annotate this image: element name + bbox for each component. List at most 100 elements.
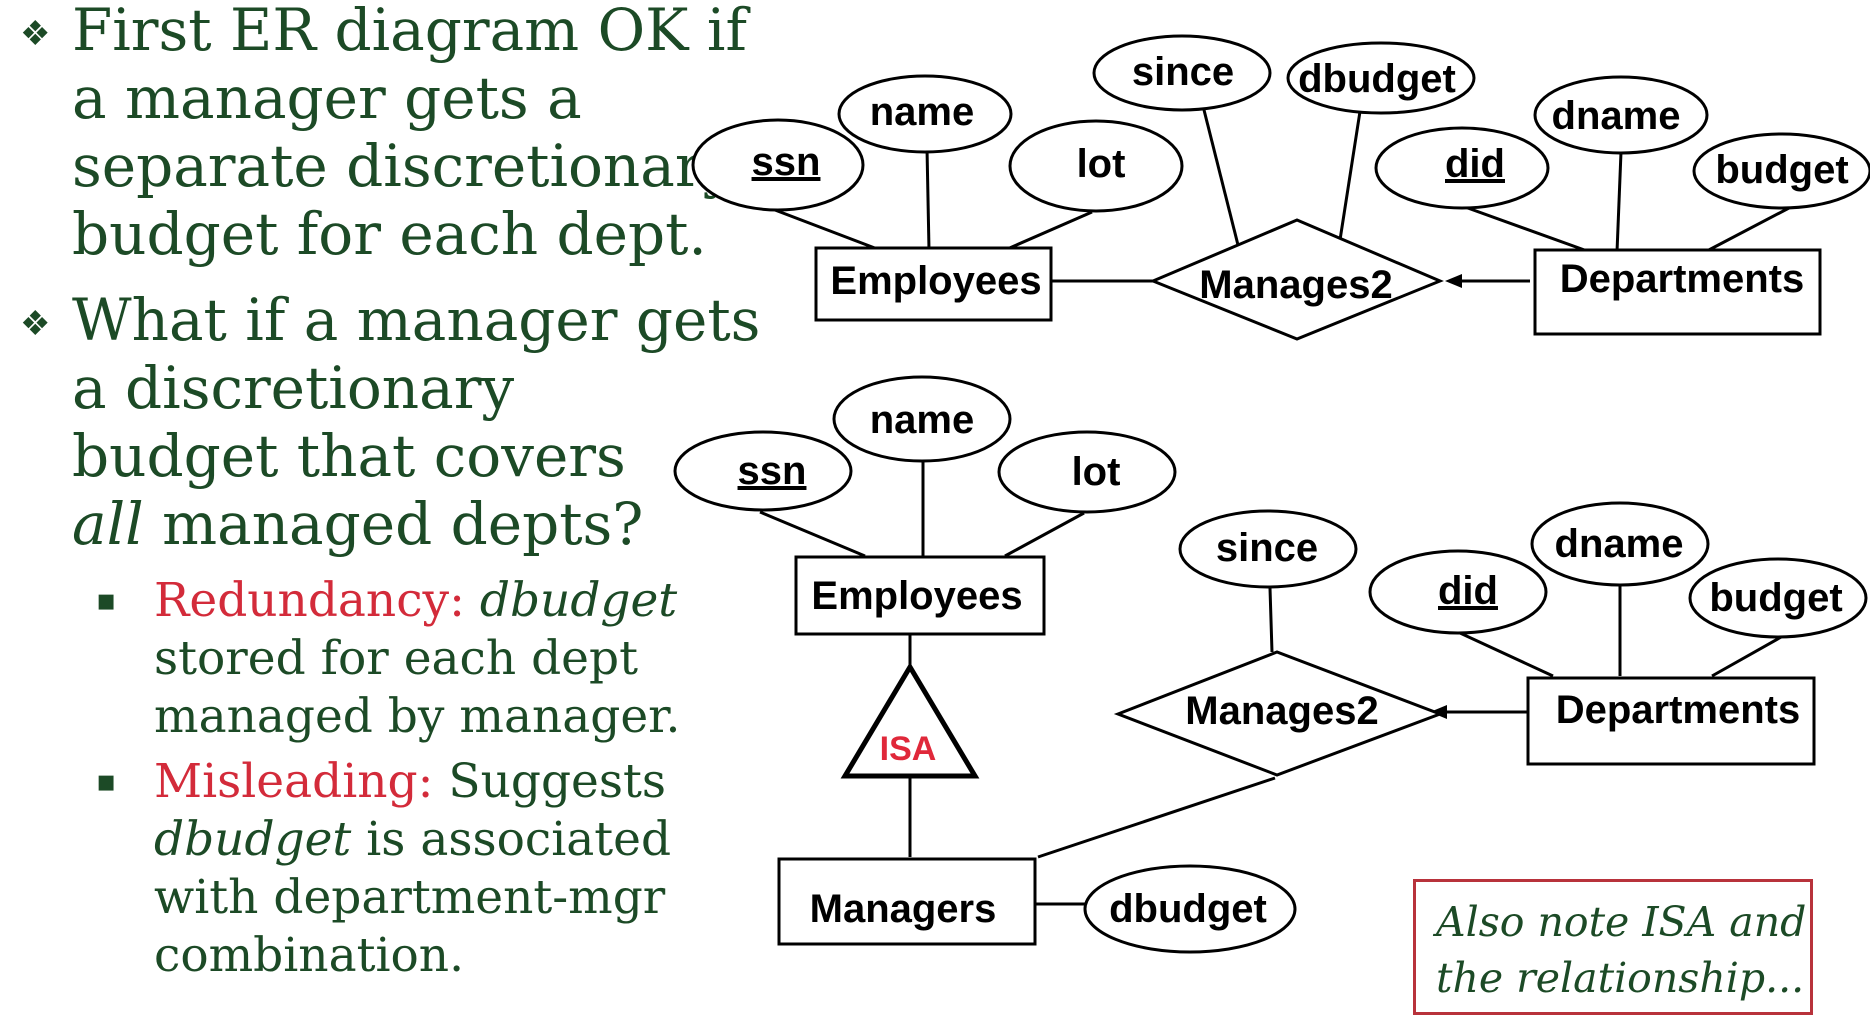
d2-dbudget-label: dbudget <box>1109 887 1267 931</box>
d1-name-attr <box>837 74 1013 154</box>
d1-arrowhead-icon <box>1445 274 1462 288</box>
bullet-1-line-1: First ER diagram OK if <box>72 0 747 64</box>
sub-bullet-2-line-2: dbudget is associated <box>154 811 671 869</box>
sub-bullet-2-line-3: with department-mgr <box>154 870 666 925</box>
sub-bullet-1-line-2: stored for each dept <box>154 631 638 686</box>
note-line-1: Also note ISA and <box>1436 898 1807 946</box>
d1-dname-line <box>1615 151 1623 253</box>
d2-did-label: did <box>1438 569 1498 613</box>
d1-budget-line <box>1704 206 1790 254</box>
sub-bullet-1-line-3: managed by manager. <box>154 689 681 744</box>
dbudget-italic-2: dbudget <box>154 812 352 867</box>
note-text: Also note ISA and the relationship... <box>1436 894 1806 1006</box>
d2-manages2-label: Manages2 <box>1185 689 1378 733</box>
d1-employees-label: Employees <box>830 259 1041 303</box>
d2-ssn-line <box>759 510 866 558</box>
d2-mgr-rel-line <box>1037 776 1276 859</box>
sub-bullet-2-line-4: combination. <box>154 928 465 983</box>
d1-budget-label: budget <box>1715 148 1848 192</box>
square-bullet-icon: ▪ <box>96 764 117 799</box>
d2-dname-attr <box>1530 501 1710 587</box>
d1-dname-attr <box>1533 75 1709 155</box>
bullet-2: ❖ What if a manager gets a discretionary… <box>20 286 761 558</box>
d2-managers-label: Managers <box>810 887 997 931</box>
d2-lot-label: lot <box>1072 450 1121 494</box>
bullet-2-line-4: all managed depts? <box>72 490 760 558</box>
d2-employees-label: Employees <box>811 574 1022 618</box>
d1-lot-line <box>1004 210 1093 252</box>
d1-departments-label: Departments <box>1560 257 1805 301</box>
sub-bullet-2-line-2-rest: is associated <box>351 812 672 867</box>
d1-ssn-label: ssn <box>752 140 821 184</box>
d1-name-line <box>925 147 931 251</box>
d1-dbudget-label: dbudget <box>1298 57 1456 101</box>
note-line-2: the relationship... <box>1436 954 1805 1002</box>
d2-dname-label: dname <box>1555 522 1684 566</box>
d1-did-label: did <box>1445 142 1505 186</box>
sub-bullet-2-line-1-rest: Suggests <box>433 754 666 809</box>
bullet-1-line-3: separate discretionary <box>72 132 736 200</box>
diamond-bullet-icon: ❖ <box>20 14 51 54</box>
d2-since-line <box>1268 587 1274 653</box>
misleading-label: Misleading: <box>154 754 434 809</box>
d2-did-attr <box>1368 549 1548 635</box>
d2-managers-entity <box>777 857 1037 946</box>
d1-since-label: since <box>1132 50 1234 94</box>
d2-did-line <box>1459 631 1554 678</box>
d2-budget-line <box>1711 634 1784 678</box>
d1-since-line <box>1201 105 1240 246</box>
d1-since-attr <box>1092 34 1272 112</box>
d2-since-attr <box>1178 509 1358 589</box>
bullet-1-line-4: budget for each dept. <box>72 200 707 268</box>
sub-bullet-1: ▪ Redundancy: dbudget stored for each de… <box>96 572 681 746</box>
bullet-2-line-2: a discretionary <box>72 354 515 422</box>
d2-lot-attr <box>997 430 1177 514</box>
isa-triangle <box>840 662 980 779</box>
d2-since-label: since <box>1216 526 1318 570</box>
d1-dbudget-attr <box>1286 41 1476 115</box>
diamond-bullet-icon: ❖ <box>20 304 51 344</box>
d1-employees-entity <box>814 246 1053 322</box>
d2-budget-label: budget <box>1709 576 1842 620</box>
sub-bullet-2: ▪ Misleading: Suggests dbudget is associ… <box>96 753 671 985</box>
d2-ssn-attr <box>673 430 853 512</box>
d2-name-label: name <box>870 398 975 442</box>
d1-dname-label: dname <box>1552 94 1681 138</box>
d2-ssn-label: ssn <box>738 449 807 493</box>
note-box <box>1413 879 1813 1015</box>
bullet-1: ❖ First ER diagram OK if a manager gets … <box>20 0 747 268</box>
d1-did-attr <box>1374 126 1550 210</box>
bullet-2-line-4-rest: managed depts? <box>143 490 644 558</box>
d2-budget-attr <box>1688 557 1868 639</box>
d1-manages2-relationship <box>1149 218 1444 341</box>
bullet-2-line-3: budget that covers <box>72 422 626 490</box>
d1-departments-entity <box>1533 248 1822 336</box>
d2-manages2-relationship <box>1113 650 1445 777</box>
d1-budget-attr <box>1692 132 1870 210</box>
d2-departments-label: Departments <box>1556 688 1801 732</box>
redundancy-label: Redundancy: <box>154 573 465 628</box>
isa-label: ISA <box>880 730 937 768</box>
d1-ssn-attr <box>691 118 865 212</box>
sub-bullet-2-line-1: Misleading: Suggests <box>154 753 671 811</box>
d1-manages2-label: Manages2 <box>1199 263 1392 307</box>
d1-did-line <box>1464 205 1591 254</box>
sub-bullet-1-line-1: Redundancy: dbudget <box>154 572 680 630</box>
d1-lot-attr <box>1008 119 1184 213</box>
d2-employees-entity <box>794 555 1046 636</box>
d2-name-attr <box>832 375 1012 463</box>
bullet-1-line-2: a manager gets a <box>72 64 582 132</box>
d1-name-label: name <box>870 90 975 134</box>
square-bullet-icon: ▪ <box>96 583 117 618</box>
bullet-2-italic-word: all <box>72 490 144 558</box>
d1-ssn-line <box>774 208 881 252</box>
d2-lot-line <box>1004 511 1085 558</box>
d1-dbudget-line <box>1338 104 1363 241</box>
dbudget-italic: dbudget <box>479 573 678 628</box>
d1-lot-label: lot <box>1077 142 1126 186</box>
bullet-2-line-1: What if a manager gets <box>72 286 761 354</box>
d2-departments-entity <box>1526 676 1816 766</box>
d2-dbudget-attr <box>1083 864 1297 954</box>
